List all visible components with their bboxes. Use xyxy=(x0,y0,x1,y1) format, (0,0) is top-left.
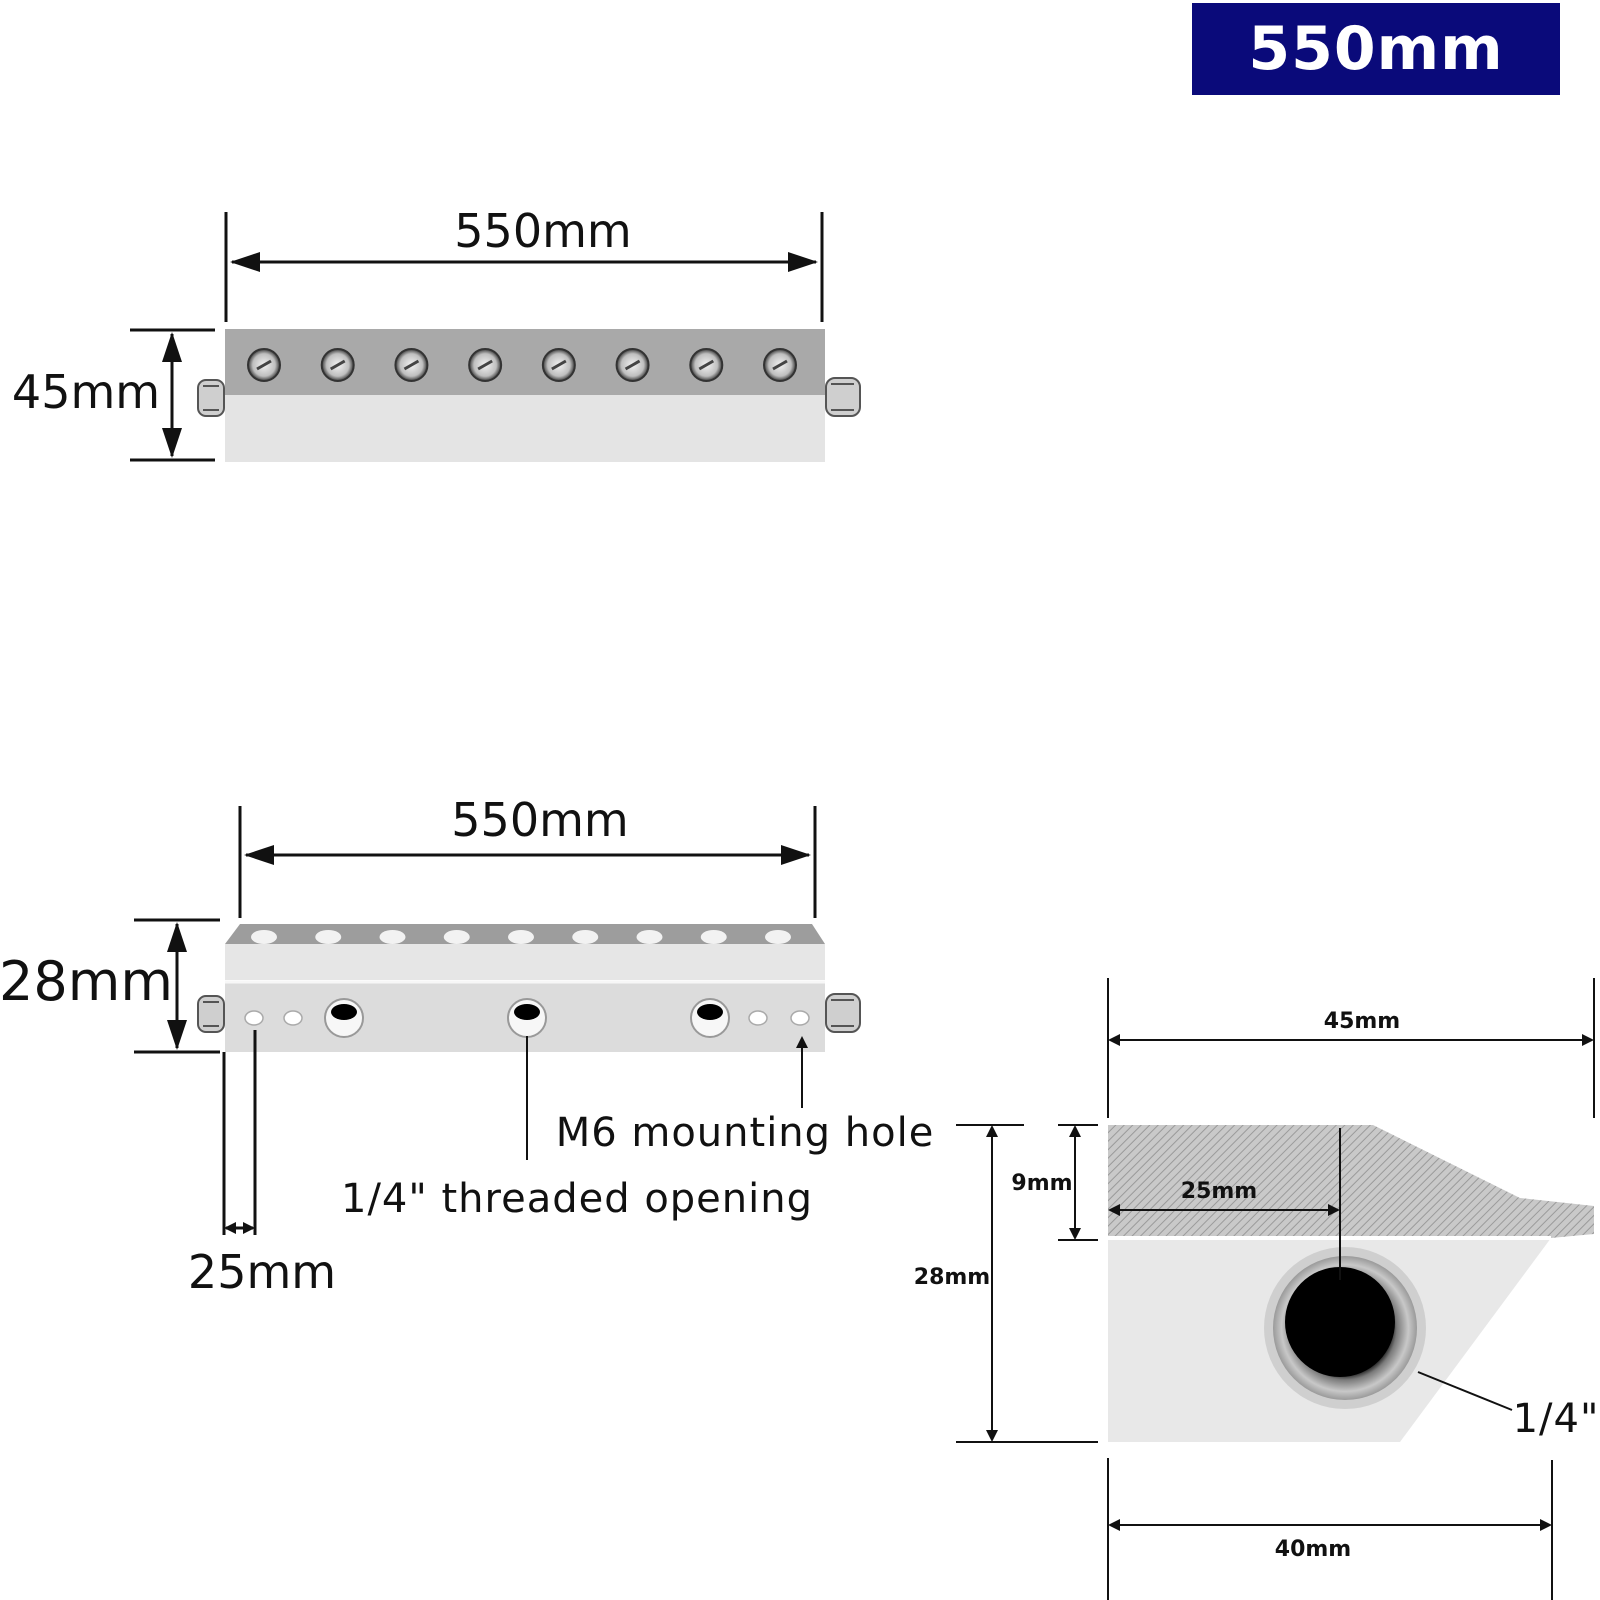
top-port-hole xyxy=(572,930,599,944)
side-view: 550mm 28mm xyxy=(0,793,935,1299)
threaded-opening-2 xyxy=(507,998,547,1038)
top-port-hole xyxy=(508,930,534,944)
mounting-hole-1 xyxy=(244,1010,264,1026)
xs-height-label: 28mm xyxy=(914,1265,990,1290)
top-port-hole xyxy=(636,930,663,944)
screw-head xyxy=(689,348,724,382)
top-port-hole xyxy=(315,930,342,944)
top-length-label: 550mm xyxy=(454,204,631,258)
threaded-opening-3 xyxy=(690,998,730,1038)
xs-port-leader xyxy=(1417,1371,1513,1411)
top-port-hole xyxy=(443,930,470,944)
xs-top-width-label: 45mm xyxy=(1324,1009,1400,1034)
top-height-label: 45mm xyxy=(12,365,160,419)
screw-head xyxy=(468,348,503,382)
mounting-hole-4 xyxy=(790,1010,810,1026)
mounting-hole-3 xyxy=(748,1010,768,1026)
threaded-opening-callout: 1/4" threaded opening xyxy=(341,1176,813,1222)
top-port-hole xyxy=(379,930,406,944)
size-badge: 550mm xyxy=(1192,3,1560,95)
top-end-fitting-right xyxy=(825,377,861,417)
xs-inner-offset-label: 25mm xyxy=(1181,1179,1257,1204)
side-top-hole-row xyxy=(251,930,791,944)
mounting-hole-callout: M6 mounting hole xyxy=(556,1110,935,1156)
threaded-opening-1 xyxy=(324,998,364,1038)
top-view: 550mm 45mm xyxy=(12,204,861,462)
side-front-holes xyxy=(244,998,810,1038)
top-screw-row xyxy=(247,348,797,382)
top-end-fitting-left xyxy=(197,379,225,417)
mounting-hole-2 xyxy=(283,1010,303,1026)
xs-lip-height-label: 9mm xyxy=(1011,1171,1072,1196)
side-end-fitting-left xyxy=(197,995,225,1033)
side-height-label: 28mm xyxy=(0,950,173,1013)
side-bar-upper xyxy=(225,944,825,980)
top-bar-upper xyxy=(225,329,825,395)
xs-port-label: 1/4" xyxy=(1513,1396,1600,1442)
cross-section-view: 45mm 25mm 9mm 28mm 1/4" 40mm xyxy=(914,978,1600,1600)
side-length-label: 550mm xyxy=(451,793,628,847)
top-port-hole xyxy=(765,930,791,944)
offset-label: 25mm xyxy=(188,1245,336,1299)
screw-head xyxy=(763,348,797,382)
top-port-hole xyxy=(700,930,727,944)
top-bar-lower xyxy=(225,395,825,462)
screw-head xyxy=(541,348,576,382)
screw-head xyxy=(615,348,650,382)
screw-head xyxy=(320,348,355,382)
top-port-hole xyxy=(251,930,277,944)
screw-head xyxy=(247,348,281,382)
xs-bottom-width-label: 40mm xyxy=(1275,1537,1351,1562)
side-end-fitting-right xyxy=(825,993,861,1033)
xs-port xyxy=(1264,1247,1426,1409)
screw-head xyxy=(394,348,429,382)
